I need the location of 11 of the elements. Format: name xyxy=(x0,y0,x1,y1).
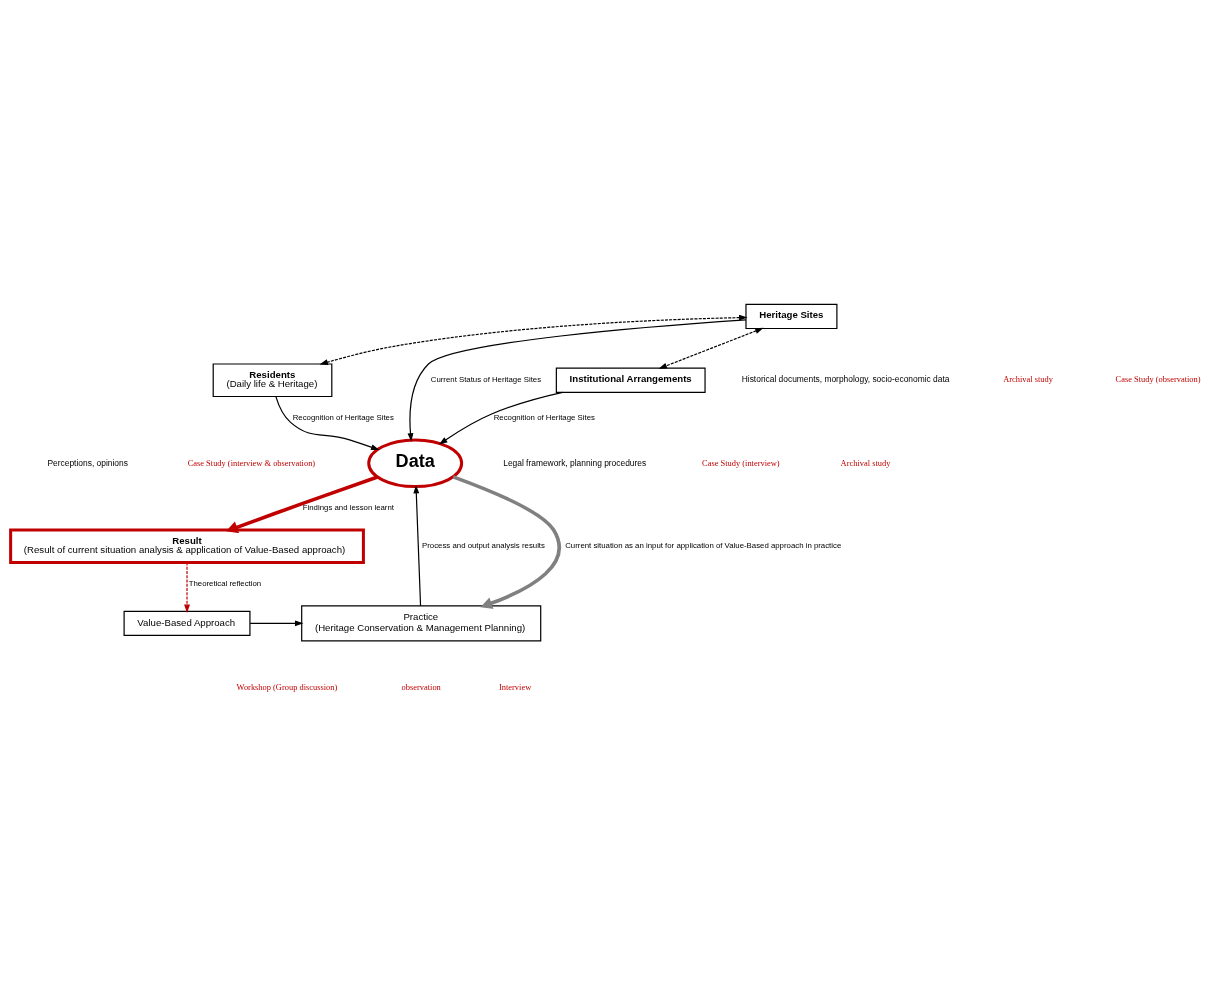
label: Archival study xyxy=(840,457,891,468)
label: Archival study xyxy=(1003,374,1053,385)
label: Workshop (Group discussion) xyxy=(236,681,338,692)
label: Case Study (interview & observation) xyxy=(187,457,316,468)
label: observation xyxy=(401,681,441,692)
label: Legal framework, planning procedures xyxy=(503,457,647,468)
label: Case Study (observation) xyxy=(1115,374,1201,385)
label: Interview xyxy=(499,681,532,692)
label: Historical documents, morphology, socio-economic data xyxy=(741,374,950,385)
label: Case Study (interview) xyxy=(702,457,780,468)
label: Perceptions, opinions xyxy=(47,457,128,468)
